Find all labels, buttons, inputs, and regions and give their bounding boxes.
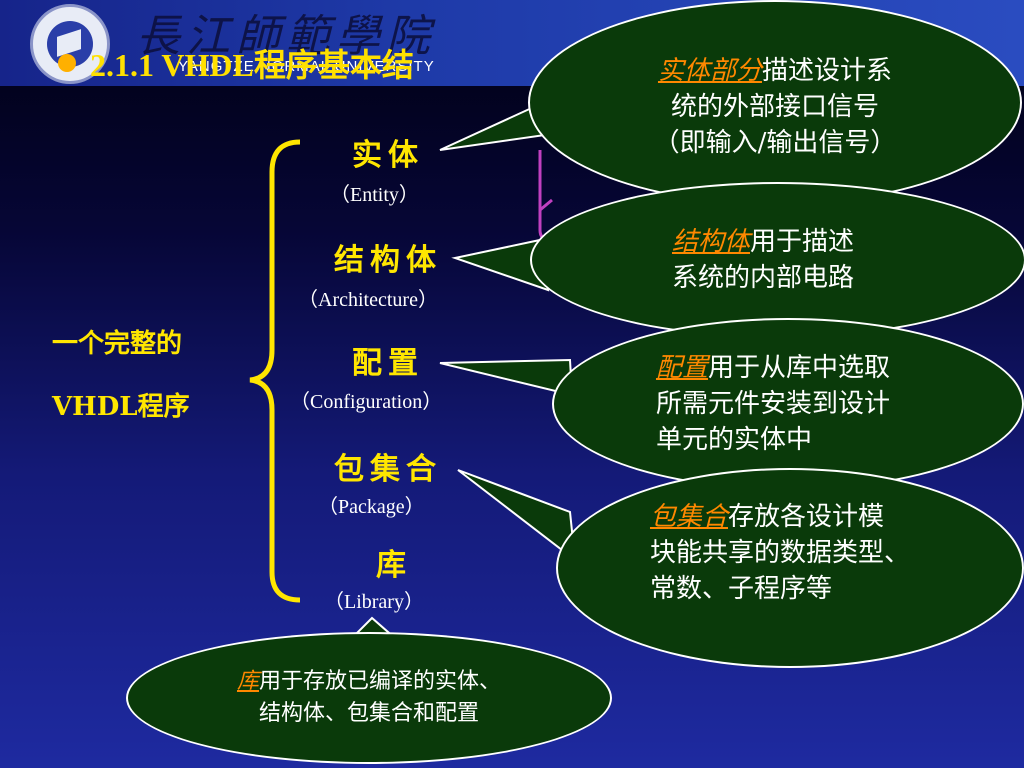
- callout-entity-line2: 统的外部接口信号: [670, 91, 879, 122]
- callout-configuration-highlight: 配置: [655, 353, 708, 383]
- title-bullet-icon: [58, 54, 76, 72]
- left-brace: [249, 139, 301, 603]
- callout-package-line3: 常数、子程序等: [649, 574, 832, 604]
- callout-configuration-line2: 所需元件安装到设计: [655, 389, 890, 419]
- callout-architecture-highlight: 结构体: [671, 227, 750, 257]
- callout-entity-line3: （即输入/输出信号）: [653, 127, 897, 158]
- left-label-line1: 一个完整的: [52, 329, 183, 359]
- component-architecture-cn: 结构体: [334, 243, 442, 278]
- callout-configuration-line3: 单元的实体中: [655, 425, 812, 455]
- callout-architecture-line1: 用于描述: [750, 227, 855, 257]
- callout-tail-package: [457, 469, 577, 563]
- callout-package: 包集合存放各设计模 块能共享的数据类型、 常数、子程序等: [556, 468, 1024, 668]
- callout-library-line1: 用于存放已编译的实体、: [259, 669, 502, 694]
- component-configuration-en: （Configuration）: [290, 391, 443, 413]
- callout-library-line2: 结构体、包集合和配置: [258, 701, 479, 726]
- callout-tail-configuration: [439, 358, 574, 397]
- component-package-en: （Package）: [318, 496, 425, 518]
- component-entity-en: （Entity）: [330, 184, 419, 206]
- callout-architecture: 结构体用于描述 系统的内部电路: [530, 182, 1024, 338]
- callout-configuration: 配置用于从库中选取 所需元件安装到设计 单元的实体中: [552, 318, 1024, 490]
- callout-entity-highlight: 实体部分: [657, 55, 762, 86]
- university-calligraphy-logo: 長江師範學院: [136, 11, 436, 62]
- component-library-en: （Library）: [324, 591, 424, 613]
- component-architecture-en: （Architecture）: [298, 289, 438, 311]
- callout-library-highlight: 库: [236, 669, 259, 694]
- component-entity-cn: 实体: [352, 138, 424, 173]
- callout-architecture-line2: 系统的内部电路: [671, 263, 854, 293]
- university-name-en: YANGTZE NORMAL UNIVERSITY: [178, 58, 435, 75]
- callout-entity-line1: 描述设计系: [761, 55, 892, 86]
- component-library-cn: 库: [376, 548, 412, 583]
- component-package-cn: 包集合: [334, 452, 442, 487]
- callout-entity: 实体部分描述设计系 统的外部接口信号 （即输入/输出信号）: [528, 0, 1022, 205]
- callout-package-highlight: 包集合: [649, 502, 728, 532]
- left-label-line2: VHDL程序: [52, 392, 190, 422]
- callout-package-line1: 存放各设计模: [728, 502, 885, 532]
- component-configuration-cn: 配置: [352, 346, 424, 381]
- callout-package-line2: 块能共享的数据类型、: [649, 538, 910, 568]
- callout-configuration-line1: 用于从库中选取: [708, 353, 891, 383]
- university-logo-icon: [30, 4, 110, 84]
- callout-library: 库用于存放已编译的实体、 结构体、包集合和配置: [126, 632, 612, 764]
- slide-title: 2.1.1 VHDL程序基本结: [90, 47, 414, 83]
